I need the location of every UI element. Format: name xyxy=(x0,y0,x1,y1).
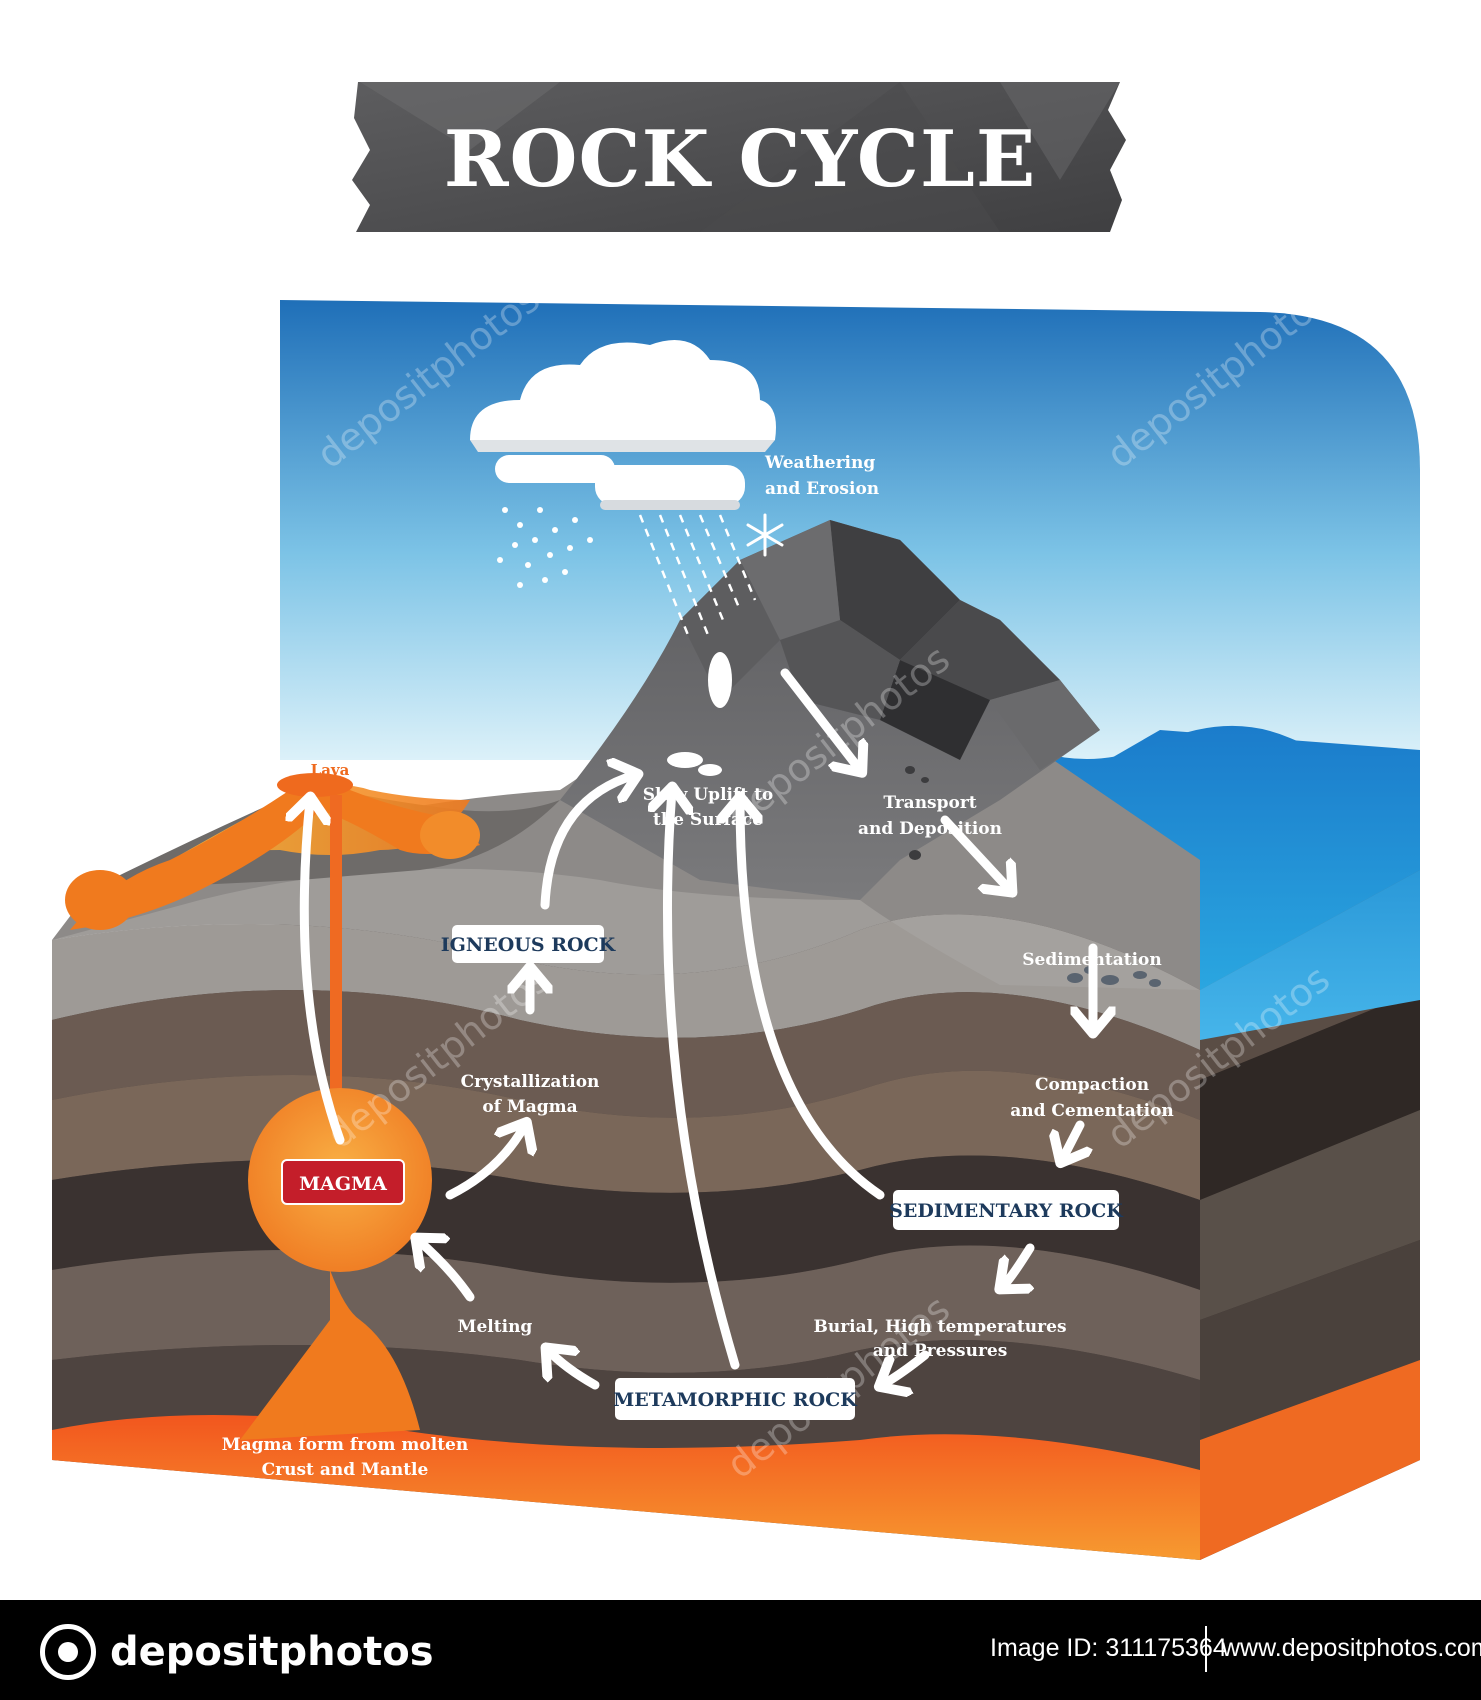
labels: Weathering and Erosion Lava Slow Uplift … xyxy=(222,453,1174,1480)
label-burial-1: Burial, High temperatures xyxy=(813,1317,1066,1337)
mantle xyxy=(52,1415,1200,1560)
image-id: Image ID: 311175364 xyxy=(990,1634,1227,1662)
brand-logo: depositphotos xyxy=(40,1622,434,1682)
metamorphic-rock-box: METAMORPHIC ROCK xyxy=(613,1378,858,1420)
label-uplift-2: the Surface xyxy=(653,810,763,830)
label-transport-1: Transport xyxy=(883,793,976,813)
site-url: www.depositphotos.com xyxy=(1222,1634,1481,1662)
volcano xyxy=(65,773,560,930)
logo-icon xyxy=(40,1624,96,1680)
cloud-icon xyxy=(470,340,776,510)
label-compaction-1: Compaction xyxy=(1035,1075,1149,1095)
label-magma-source-2: Crust and Mantle xyxy=(262,1460,429,1480)
label-lava: Lava xyxy=(311,761,350,779)
title-banner: ROCK CYCLE xyxy=(352,82,1126,232)
footer-divider xyxy=(1205,1626,1207,1672)
svg-text:MAGMA: MAGMA xyxy=(299,1173,387,1195)
label-uplift-1: Slow Uplift to xyxy=(643,785,774,805)
svg-text:IGNEOUS ROCK: IGNEOUS ROCK xyxy=(441,934,617,956)
label-weathering-1: Weathering xyxy=(764,453,875,473)
label-burial-2: and Pressures xyxy=(873,1341,1008,1361)
label-sedimentation: Sedimentation xyxy=(1022,950,1161,970)
precipitation xyxy=(497,507,593,588)
label-magma-source-1: Magma form from molten xyxy=(222,1435,468,1455)
svg-text:METAMORPHIC ROCK: METAMORPHIC ROCK xyxy=(613,1389,858,1411)
snowflake-icon xyxy=(746,513,784,557)
rock-cycle-diagram: ROCK CYCLE xyxy=(52,82,1420,1560)
rain-lines xyxy=(638,514,757,641)
label-weathering-2: and Erosion xyxy=(765,479,879,499)
sedimentary-rock-box: SEDIMENTARY ROCK xyxy=(889,1190,1124,1230)
label-transport-2: and Deposition xyxy=(858,819,1002,839)
label-crystallization-1: Crystallization xyxy=(461,1072,600,1092)
igneous-rock-box: IGNEOUS ROCK xyxy=(441,925,617,963)
brand-name: depositphotos xyxy=(110,1629,434,1675)
cycle-arrows xyxy=(304,668,1093,1385)
svg-text:SEDIMENTARY ROCK: SEDIMENTARY ROCK xyxy=(889,1200,1124,1222)
label-crystallization-2: of Magma xyxy=(482,1097,577,1117)
magma-box: MAGMA xyxy=(281,1159,405,1205)
page-title: ROCK CYCLE xyxy=(444,114,1037,205)
label-compaction-2: and Cementation xyxy=(1010,1101,1174,1121)
footer-bar: depositphotos Image ID: 311175364 www.de… xyxy=(0,1600,1481,1700)
label-melting: Melting xyxy=(458,1317,533,1337)
